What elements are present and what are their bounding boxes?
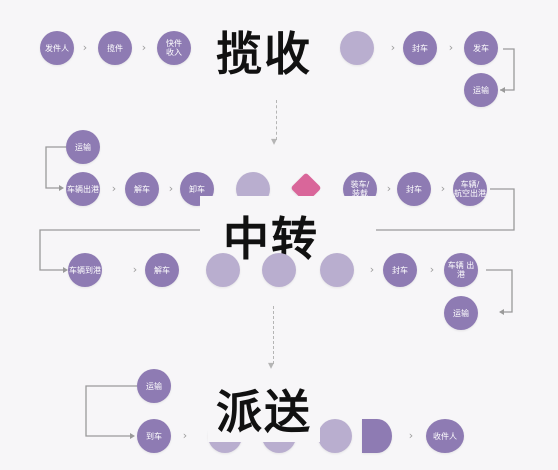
flow-node-recipient: 收件人 (426, 419, 464, 453)
arrow-icon: › (369, 263, 375, 276)
flow-node-hidden-9 (318, 419, 352, 453)
stage-title-pickup: 揽收 (208, 18, 320, 84)
flow-node-hidden-5 (262, 253, 296, 287)
flow-node-hidden-4 (206, 253, 240, 287)
flow-node-arrive: 到车 (137, 419, 171, 453)
flow-node-unseal: 解车 (145, 253, 179, 287)
flow-node-vehicle-out: 车辆 出港 (444, 253, 478, 287)
flow-node-unseal: 解车 (125, 172, 159, 206)
stage-connector-arrow-1: ▾ (271, 134, 278, 148)
flow-node-vehicle-out: 车辆出港 (66, 172, 100, 206)
flow-node-hidden-2 (340, 31, 374, 65)
arrow-icon: › (182, 429, 188, 442)
arrow-icon: › (111, 182, 117, 195)
arrow-icon: › (429, 263, 435, 276)
arrow-icon: › (132, 263, 138, 276)
flow-node-partial (362, 419, 392, 453)
flow-node-sender: 发件人 (40, 31, 74, 65)
flow-node-seal: 封车 (383, 253, 417, 287)
flow-node-collect: 揽件 (98, 31, 132, 65)
flow-node-vehicle-in: 车辆到港 (68, 253, 102, 287)
stage-connector-2 (273, 306, 274, 364)
arrow-icon: › (386, 182, 392, 195)
arrow-icon: › (390, 41, 396, 54)
flow-node-transport: 运输 (464, 73, 498, 107)
arrow-icon: › (440, 182, 446, 195)
arrow-icon: › (448, 41, 454, 54)
arrow-icon: › (141, 41, 147, 54)
stage-connector-1 (276, 100, 277, 140)
flow-node-seal: 封车 (403, 31, 437, 65)
flow-node-transport: 运输 (66, 130, 100, 164)
flow-node-transport: 运输 (137, 369, 171, 403)
flow-node-receive: 快件 收入 (157, 31, 191, 65)
arrow-icon: › (168, 182, 174, 195)
flow-node-hidden-6 (320, 253, 354, 287)
flow-node-vehicle-air-out: 车辆/ 航空出港 (453, 172, 487, 206)
arrow-icon: › (82, 41, 88, 54)
stage-title-delivery: 派送 (208, 376, 320, 442)
flow-node-depart: 发车 (464, 31, 498, 65)
flow-node-transport: 运输 (444, 296, 478, 330)
stage-connector-arrow-2: ▾ (268, 358, 275, 372)
flow-node-seal: 封车 (397, 172, 431, 206)
arrow-icon: › (408, 429, 414, 442)
